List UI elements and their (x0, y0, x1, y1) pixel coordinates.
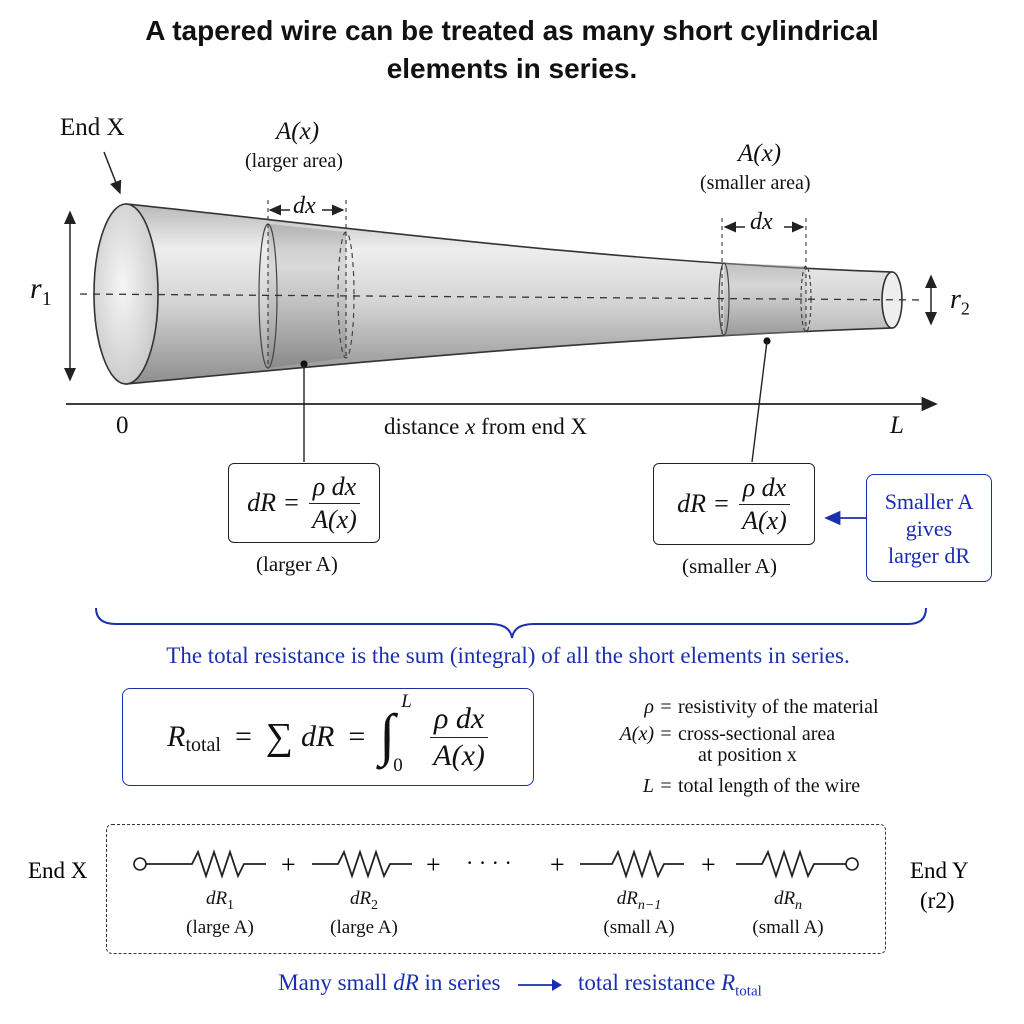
area-right-label: A(x) (738, 140, 782, 167)
title-line-2: elements in series. (386, 53, 638, 84)
resistor-label-3: dRn−1 (small A) (603, 888, 675, 938)
page-title: A tapered wire can be treated as many sh… (0, 12, 1024, 88)
circuit-end-x: End X (28, 858, 88, 883)
series-circuit-frame (106, 824, 886, 954)
note-line-2: gives (905, 515, 953, 541)
footer-arrow-icon (518, 978, 563, 991)
title-line-1: A tapered wire can be treated as many sh… (145, 15, 879, 46)
ellipsis-dots: · · · · (466, 850, 512, 875)
summary-text: The total resistance is the sum (integra… (166, 643, 850, 668)
area-left-sublabel: (larger area) (245, 150, 343, 172)
resistor-label-2: dR2 (large A) (330, 888, 398, 938)
resistor-label-4: dRn (small A) (752, 888, 824, 938)
element-band-right (724, 263, 806, 336)
symbol-legend: ρ=resistivity of the material A(x)=cross… (596, 694, 926, 800)
plus-3: + (550, 850, 565, 879)
axis-zero-label: 0 (116, 412, 129, 439)
summary-brace (95, 607, 927, 639)
legend-row-rho: ρ=resistivity of the material (644, 696, 879, 718)
tapered-wire-diagram (64, 151, 938, 526)
footer-caption: Many small dR in series total resistance… (278, 970, 762, 1000)
plus-4: + (701, 850, 716, 879)
area-right-sublabel: (smaller area) (700, 172, 811, 194)
dx-left-label: dx (293, 193, 316, 219)
circuit-end-y-radius: (r2) (920, 888, 955, 913)
area-left-label: A(x) (276, 118, 320, 145)
series-circuit (133, 849, 859, 879)
circuit-end-y: End Y (910, 858, 969, 883)
dx-right-label: dx (750, 209, 773, 235)
legend-row-length: L=total length of the wire (642, 775, 861, 797)
end-x-label: End X (60, 114, 125, 141)
element-caption-right: (smaller A) (682, 554, 778, 578)
resistor-4 (736, 849, 846, 879)
resistor-2 (312, 849, 412, 879)
r1-label: r1 (30, 272, 52, 310)
r2-label: r2 (950, 284, 970, 319)
resistor-3 (580, 849, 684, 879)
element-caption-left: (larger A) (256, 552, 338, 576)
note-line-1: Smaller A (884, 488, 974, 514)
plus-2: + (426, 850, 441, 879)
legend-row-area: A(x)=cross-sectional area (619, 723, 836, 745)
plus-1: + (281, 850, 296, 879)
note-line-3: larger dR (887, 542, 971, 568)
axis-length-label: L (890, 412, 904, 439)
resistor-label-1: dR1 (large A) (186, 888, 254, 938)
note-box: Smaller A gives larger dR (866, 474, 992, 582)
legend-row-area-cont: at position x (698, 744, 797, 766)
axis-caption: distance x from end X (384, 414, 588, 439)
resistor-1 (146, 849, 266, 879)
